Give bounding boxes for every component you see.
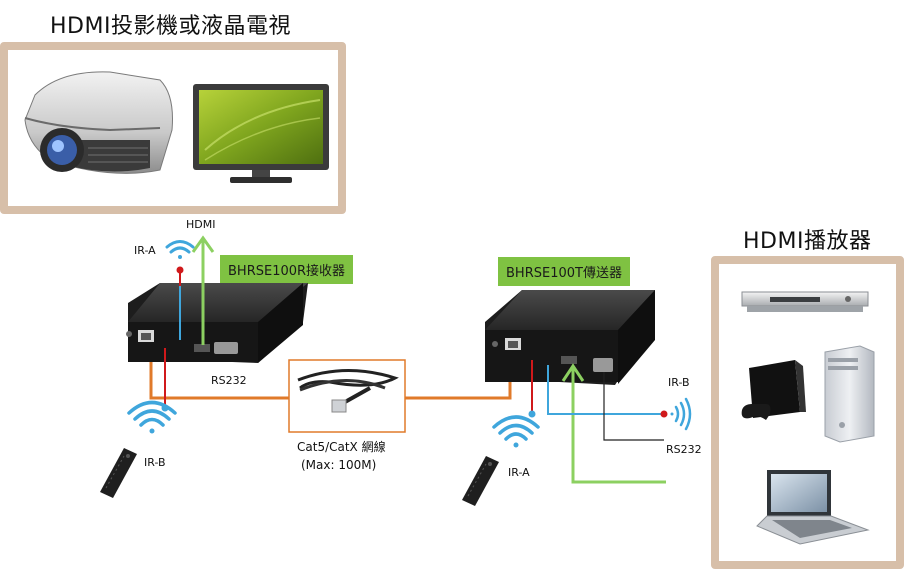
rs232-left-label: RS232 <box>211 374 247 387</box>
hdmi-output-label: HDMI <box>186 218 216 231</box>
projector-image <box>24 71 173 174</box>
cat-cable-image <box>288 359 406 433</box>
remote-left-icon <box>100 448 137 498</box>
ir-a-right-wave-icon <box>492 415 540 448</box>
laptop-image <box>756 470 870 545</box>
remote-right-icon <box>462 456 499 506</box>
ir-b-right-label: IR-B <box>668 376 690 389</box>
transmitter-device <box>485 290 655 385</box>
transmitter-label: BHRSE100T傳送器 <box>498 257 630 286</box>
ir-a-left-dot <box>176 266 184 274</box>
ir-b-right-wave-icon <box>670 397 692 431</box>
cable-label-line1: Cat5/CatX 網線 <box>297 440 386 454</box>
ir-a-left-label: IR-A <box>134 244 156 257</box>
pc-tower-image <box>824 345 875 443</box>
rs232-right-label: RS232 <box>666 443 702 456</box>
display-title: HDMI投影機或液晶電視 <box>50 14 291 39</box>
rs232-line <box>603 372 664 441</box>
dvd-player-image <box>741 291 869 312</box>
ir-red-line <box>164 272 533 414</box>
ir-a-right-dot <box>528 410 536 418</box>
game-console-image <box>741 360 806 420</box>
cable-label-line2: (Max: 100M) <box>301 458 377 472</box>
ir-b-left-label: IR-B <box>144 456 166 469</box>
hdmi-line <box>191 235 666 484</box>
ir-a-left-wave-icon <box>165 240 195 259</box>
ir-b-right-dot <box>660 410 668 418</box>
receiver-label: BHRSE100R接收器 <box>220 255 354 284</box>
receiver-device <box>126 283 308 363</box>
tv-image <box>193 84 329 183</box>
ir-a-right-label: IR-A <box>508 466 530 479</box>
ir-b-left-wave-icon <box>127 400 177 434</box>
player-title: HDMI播放器 <box>743 229 872 254</box>
